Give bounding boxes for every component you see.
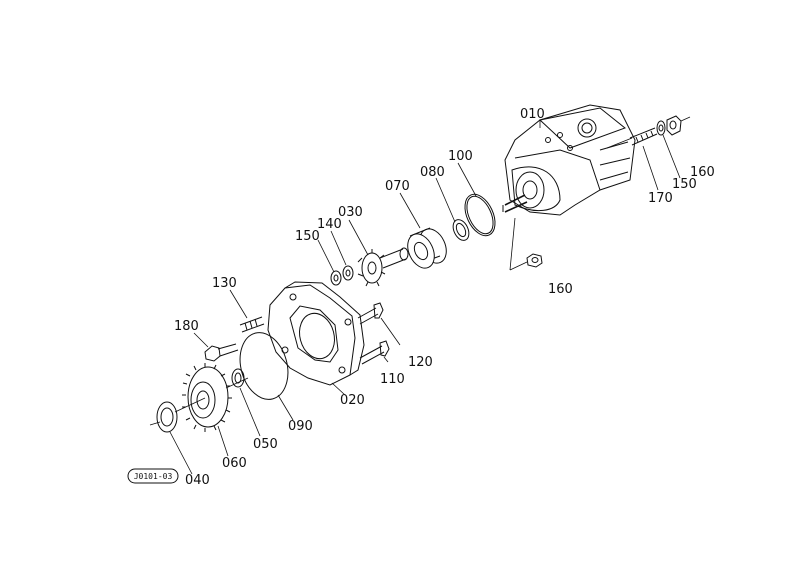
label-130: 130 xyxy=(212,276,237,291)
bolt-120-part xyxy=(357,302,401,346)
washer-150-left-part xyxy=(330,270,342,286)
label-050: 050 xyxy=(253,437,278,452)
leader-070 xyxy=(399,192,421,229)
label-090: 090 xyxy=(288,419,313,434)
reference-code-text: J0101-03 xyxy=(134,472,173,481)
label-080: 080 xyxy=(420,165,445,180)
snap-ring-080-part xyxy=(452,219,470,241)
o-ring-100-part xyxy=(464,193,496,237)
label-150-right: 150 xyxy=(672,177,697,192)
washer-150-right-part xyxy=(656,120,666,136)
leader-020 xyxy=(331,382,346,396)
leader-150-right xyxy=(662,134,681,179)
nut-160-lower-part xyxy=(509,217,543,271)
pump-body-part xyxy=(502,104,636,216)
label-030: 030 xyxy=(338,205,363,220)
label-120: 120 xyxy=(408,355,433,370)
assembly-axis-line xyxy=(174,377,249,413)
bolt-170-part xyxy=(606,127,658,149)
bolt-110-part xyxy=(359,340,390,365)
label-040: 040 xyxy=(185,473,210,488)
label-160-lower: 160 xyxy=(548,282,573,297)
label-140: 140 xyxy=(317,217,342,232)
leader-170 xyxy=(642,145,659,191)
label-020: 020 xyxy=(340,393,365,408)
gear-shaft-030-part xyxy=(357,247,409,287)
leader-140 xyxy=(330,230,347,266)
plug-180-part xyxy=(193,332,239,362)
bearing-070-part xyxy=(407,227,447,269)
leader-030 xyxy=(348,219,369,256)
collar-140-part xyxy=(342,265,354,281)
label-170: 170 xyxy=(648,191,673,206)
label-110: 110 xyxy=(380,372,405,387)
reference-code-badge: J0101-03 xyxy=(127,468,179,484)
gear-060-part xyxy=(182,363,232,457)
stud-130-part xyxy=(229,289,265,333)
label-150-left: 150 xyxy=(295,229,320,244)
leader-100 xyxy=(457,162,477,197)
label-010: 010 xyxy=(520,107,545,122)
label-180: 180 xyxy=(174,319,199,334)
snap-ring-050-part xyxy=(231,368,261,437)
label-100: 100 xyxy=(448,149,473,164)
housing-020-part xyxy=(267,281,365,386)
oil-seal-040-part xyxy=(149,401,193,475)
leader-080 xyxy=(435,177,456,223)
nut-160-right-part xyxy=(666,115,691,136)
label-070: 070 xyxy=(385,179,410,194)
label-160-right: 160 xyxy=(690,165,715,180)
leader-150 xyxy=(317,239,335,273)
label-060: 060 xyxy=(222,456,247,471)
o-ring-090-part xyxy=(239,332,294,421)
